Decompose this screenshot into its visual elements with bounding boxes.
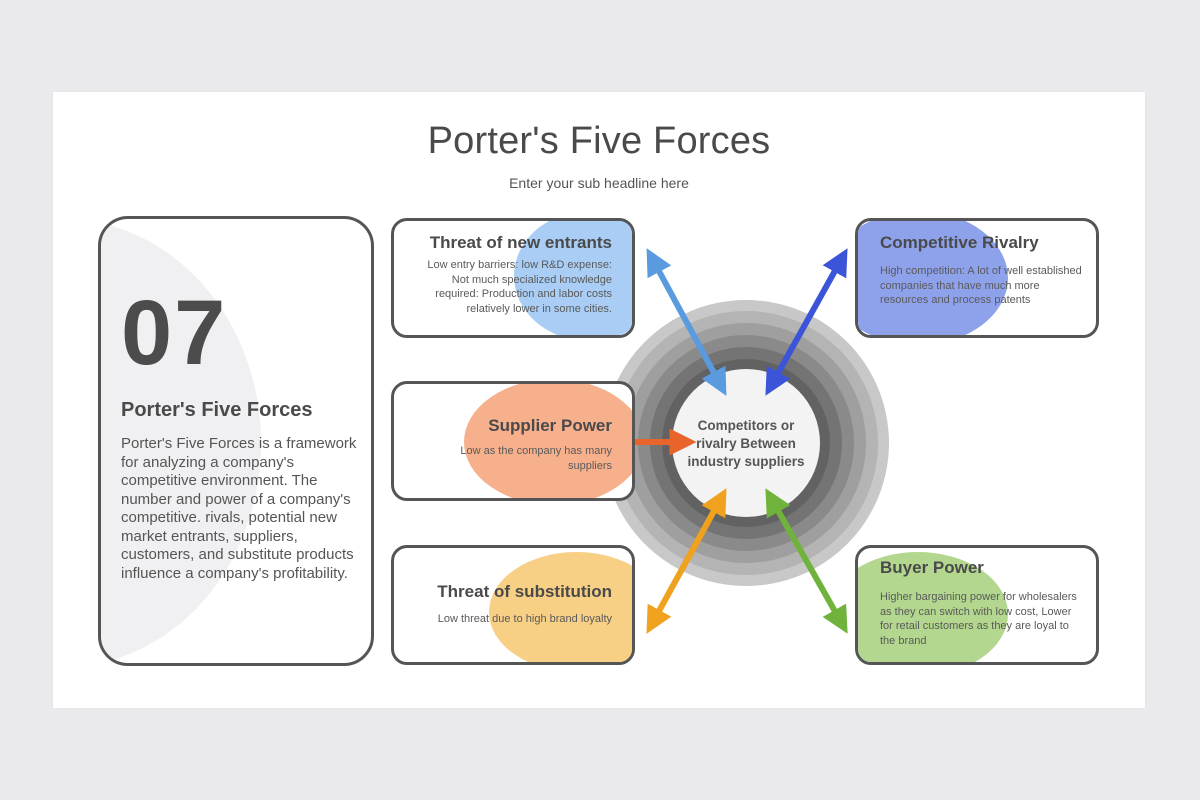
summary-panel: 07 Porter's Five Forces Porter's Five Fo…	[98, 216, 374, 666]
supplier-power-text: Low as the company has many suppliers	[460, 445, 612, 472]
arrow-new-entrants	[646, 248, 727, 396]
substitution-text: Low threat due to high brand loyalty	[437, 613, 612, 625]
competitive-rivalry-title: Competitive Rivalry	[880, 233, 1039, 252]
competitive-rivalry-accent-shape	[858, 221, 1008, 335]
arrow-substitution	[646, 488, 727, 634]
summary-number: 07	[121, 282, 228, 384]
new-entrants-title: Threat of new entrants	[429, 233, 612, 252]
summary-heading: Porter's Five Forces	[121, 399, 313, 421]
substitution-accent-shape	[489, 552, 632, 662]
force-arrows	[579, 248, 848, 634]
slide: Porter's Five Forces Enter your sub head…	[53, 92, 1145, 708]
buyer-power-accent-shape	[858, 552, 1008, 662]
arrow-competitive-rivalry	[765, 248, 848, 396]
summary-body: Porter's Five Forces is a framework for …	[121, 435, 357, 582]
buyer-power-title: Buyer Power	[880, 558, 984, 577]
center-label: Competitors or rivalry Between industry …	[687, 418, 805, 469]
arrow-buyer-power	[765, 488, 848, 634]
supplier-power-accent-shape	[464, 384, 632, 498]
competitive-rivalry-text: High competition: A lot of well establis…	[880, 265, 1082, 306]
buyer-power-text: Higher bargaining power for wholesalers …	[880, 591, 1077, 647]
new-entrants-text: Low entry barriers: low R&D expense: Not…	[427, 259, 612, 315]
substitution-title: Threat of substitution	[437, 582, 612, 601]
slide-title: Porter's Five Forces	[427, 120, 771, 162]
force-box-substitution: Threat of substitution Low threat due to…	[391, 545, 635, 665]
force-box-competitive-rivalry: Competitive Rivalry High competition: A …	[855, 218, 1099, 338]
force-box-new-entrants: Threat of new entrants Low entry barrier…	[391, 218, 635, 338]
force-box-buyer-power: Buyer Power Higher bargaining power for …	[855, 545, 1099, 665]
slide-subtitle: Enter your sub headline here	[509, 175, 689, 191]
new-entrants-accent-shape	[514, 221, 632, 335]
force-box-supplier-power: Supplier Power Low as the company has ma…	[391, 381, 635, 501]
center-circle	[672, 369, 820, 517]
supplier-power-title: Supplier Power	[488, 416, 612, 435]
forces-diagram	[579, 248, 889, 634]
